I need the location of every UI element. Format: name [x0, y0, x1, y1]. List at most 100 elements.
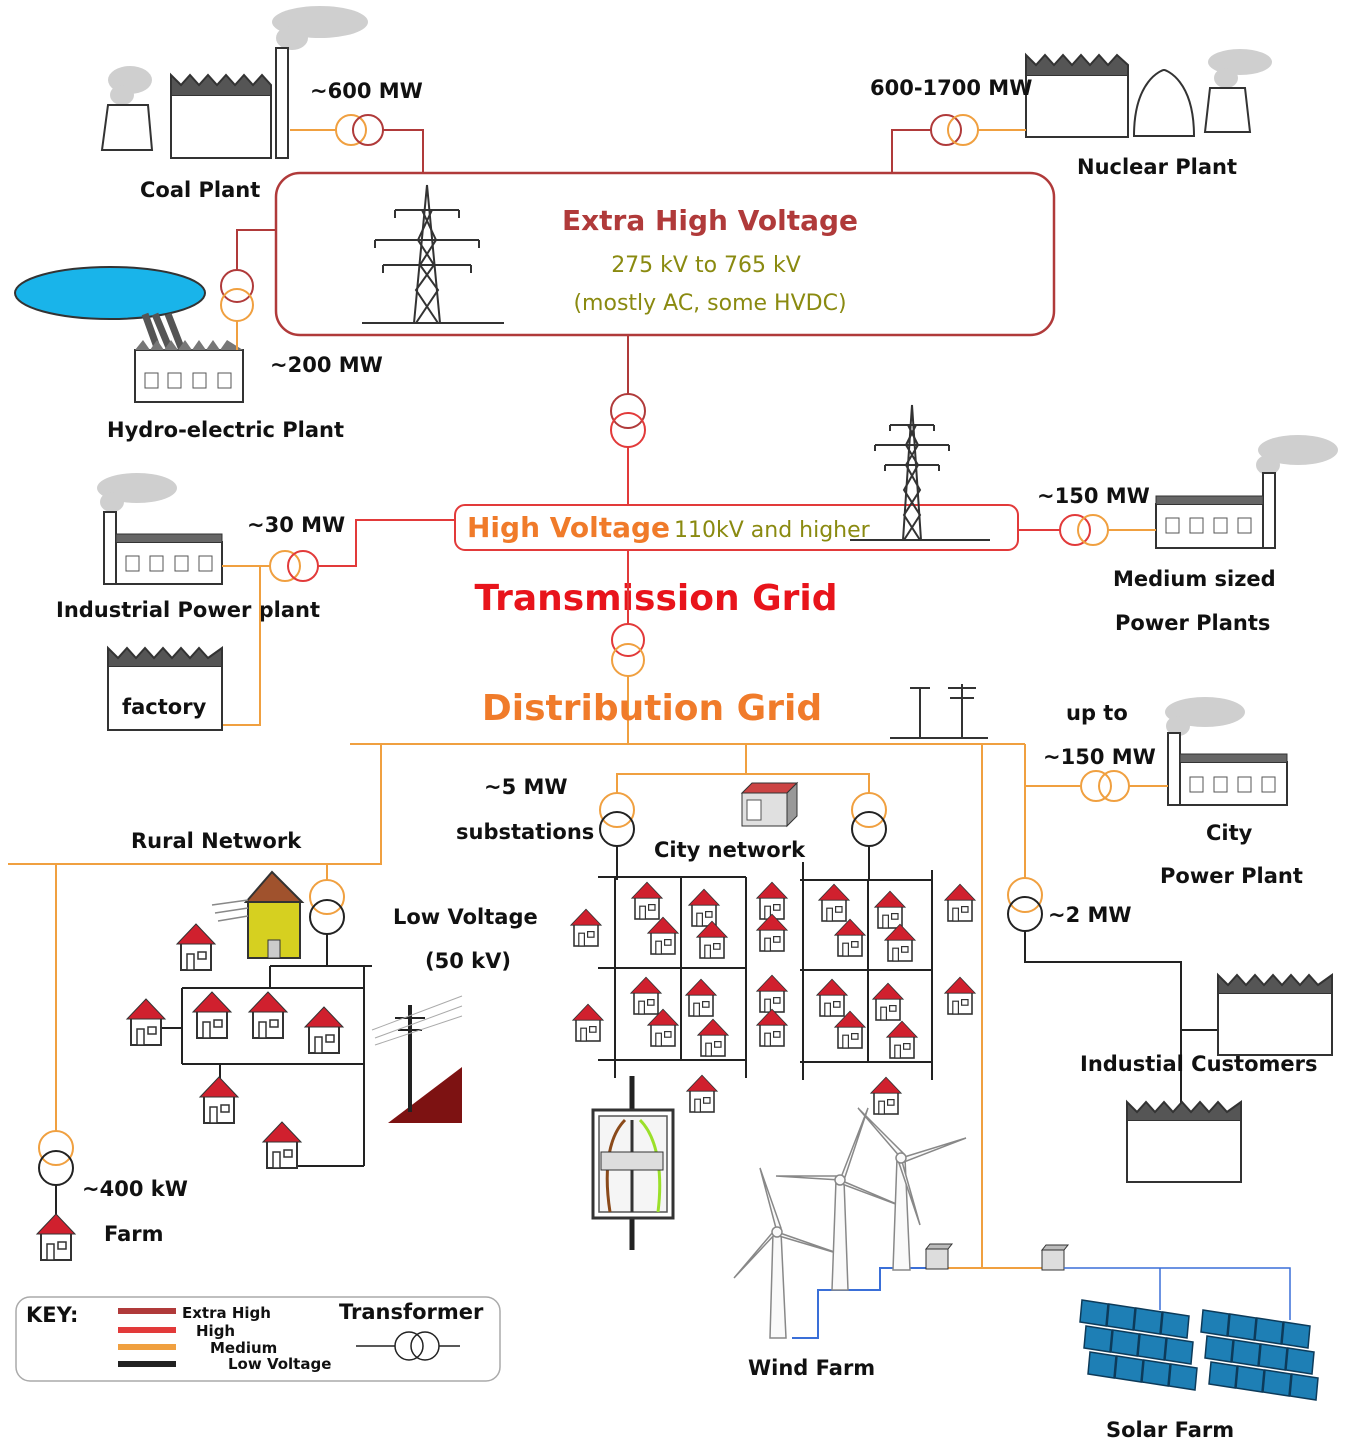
solar-panel-icon: [1231, 1339, 1261, 1367]
house-icon: [755, 913, 789, 952]
medium-plant-power: ~150 MW: [1037, 484, 1150, 508]
medium-transformer-icon: [1018, 514, 1156, 546]
house-icon: [646, 916, 680, 955]
solar-farm-lines: [1064, 1267, 1291, 1320]
house-icon: [815, 978, 849, 1017]
house-icon: [630, 881, 664, 920]
solar-panel-icon: [1137, 1333, 1167, 1361]
solar-panel-icon: [1285, 1347, 1315, 1375]
city-power-plant-icon: [1165, 697, 1288, 806]
hydro-plant-label: Hydro-electric Plant: [107, 418, 344, 442]
house-icon: [646, 1008, 680, 1047]
solar-farm-label: Solar Farm: [1106, 1418, 1234, 1441]
hv-title: High Voltage: [467, 511, 670, 544]
city-plant-transformer-icon: [1080, 770, 1168, 802]
house-icon: [871, 982, 905, 1021]
wind-inverter-icon: [924, 1243, 954, 1270]
substation-cabinet-icon: [740, 781, 799, 828]
solar-panel-icon: [1110, 1329, 1140, 1357]
house-icon: [685, 1074, 719, 1113]
transmission-grid-title: Transmission Grid: [474, 578, 837, 619]
factory-label: factory: [122, 695, 207, 719]
key-swatch-medium: [118, 1344, 176, 1350]
coal-plant-power: ~600 MW: [310, 79, 423, 103]
wind-farm-lines: [792, 1267, 948, 1339]
house-icon: [833, 1010, 867, 1049]
solar-panel-icon: [1235, 1365, 1265, 1393]
low-voltage-label-2: (50 kV): [425, 949, 511, 973]
house-icon: [817, 883, 851, 922]
house-icon: [629, 976, 663, 1015]
industrial-transformer-icon: [222, 519, 455, 726]
fuse-box-icon: [591, 1076, 675, 1250]
rural-network-label: Rural Network: [131, 829, 302, 853]
solar-panel-icon: [1160, 1311, 1190, 1339]
hv-distribution-transformer-icon: [611, 550, 645, 744]
house-icon: [684, 978, 718, 1017]
power-pole-slope-icon: [371, 995, 463, 1123]
solar-panel-icon: [1204, 1335, 1234, 1363]
house-icon: [943, 976, 977, 1015]
ehv-hv-transformer-icon: [610, 335, 646, 505]
house-icon: [883, 923, 917, 962]
house-icon: [885, 1020, 919, 1059]
city-network-label: City network: [654, 838, 806, 862]
house-icon: [755, 881, 789, 920]
substation-transformer-right-icon: [851, 792, 887, 880]
nuclear-plant-label: Nuclear Plant: [1077, 155, 1237, 179]
substations-label: substations: [456, 820, 594, 844]
hydro-plant-icon: [14, 266, 244, 403]
solar-panel-icon: [1133, 1307, 1163, 1335]
coal-transformer-icon: [290, 114, 424, 173]
industrial-plant-label: Industrial Power plant: [56, 598, 320, 622]
substations-power: ~5 MW: [484, 775, 568, 799]
house-icon: [247, 991, 289, 1039]
solar-panel-icon: [1289, 1373, 1319, 1401]
distribution-grid-title: Distribution Grid: [482, 688, 822, 729]
farm-power: ~400 kW: [82, 1177, 188, 1201]
industrial-power-plant-icon: [97, 473, 223, 585]
city-plant-power-2: ~150 MW: [1043, 745, 1156, 769]
house-icon: [261, 1121, 303, 1169]
house-icon: [943, 883, 977, 922]
solar-panel-icon: [1079, 1299, 1109, 1327]
high-voltage-box: [454, 504, 1019, 551]
solar-panel-icon: [1254, 1317, 1284, 1345]
key-title: KEY:: [26, 1303, 78, 1327]
solar-panel-icon: [1208, 1361, 1238, 1389]
key-swatch-high: [118, 1327, 176, 1333]
key-box: [15, 1296, 501, 1382]
solar-panel-icon: [1114, 1355, 1144, 1383]
key-transformer-icon: [356, 1331, 460, 1361]
substation-transformer-left-icon: [599, 792, 635, 880]
city-plant-power-1: up to: [1066, 701, 1128, 725]
industrial-customer-factory-2-icon: [1126, 1099, 1242, 1183]
industrial-plant-power: ~30 MW: [247, 513, 345, 537]
house-icon: [191, 991, 233, 1039]
key-swatch-low: [118, 1361, 176, 1367]
solar-panel-icon: [1141, 1359, 1171, 1387]
coal-plant-label: Coal Plant: [140, 178, 260, 202]
medium-plant-label-1: Medium sized: [1113, 567, 1276, 591]
ehv-title: Extra High Voltage: [562, 204, 858, 237]
nuclear-transformer-icon: [891, 114, 1026, 173]
factory-icon: [107, 645, 223, 731]
industrial-customer-transformer-icon: [1007, 877, 1218, 1110]
rural-transformer-icon: [309, 879, 345, 966]
transmission-tower-icon: [362, 184, 504, 324]
solar-panel-icon: [1168, 1363, 1198, 1391]
utility-poles-icon: [890, 684, 988, 739]
house-icon: [687, 888, 721, 927]
key-item-high: High: [196, 1322, 235, 1340]
house-icon: [125, 998, 167, 1046]
house-icon: [571, 1003, 605, 1042]
solar-panel-icon: [1227, 1313, 1257, 1341]
house-icon: [873, 890, 907, 929]
key-item-medium: Medium: [210, 1339, 277, 1357]
windmill-house-icon: [211, 870, 305, 959]
solar-panel-icon: [1262, 1369, 1292, 1397]
house-icon: [755, 974, 789, 1013]
house-icon: [695, 920, 729, 959]
house-icon: [35, 1213, 77, 1261]
